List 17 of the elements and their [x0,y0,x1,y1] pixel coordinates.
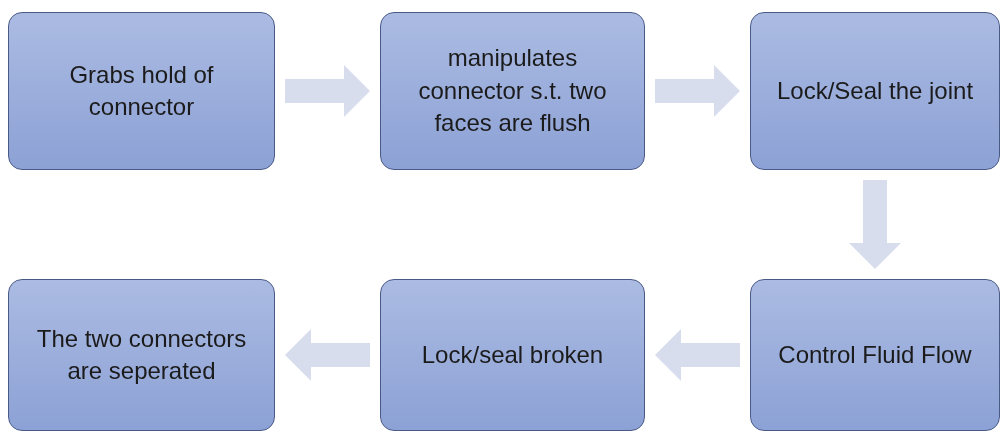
box-text: manipulates connector s.t. two faces are flush [417,43,608,139]
box-text: The two connectors are seperated [35,323,248,386]
box-text: Lock/Seal the joint [776,75,974,106]
block-arrow [655,329,740,381]
process-box [750,279,1000,431]
process-box [8,279,275,431]
block-arrow [285,65,370,117]
block-arrow [285,329,370,381]
box-text: Grabs hold of connector [68,59,215,122]
process-box [750,12,1000,170]
block-arrow [849,180,901,269]
process-box [380,279,645,431]
box-text: Lock/seal broken [421,339,604,370]
box-text: Control Fluid Flow [778,339,972,370]
process-box [8,12,275,170]
block-arrow [655,65,740,117]
process-box [380,12,645,170]
